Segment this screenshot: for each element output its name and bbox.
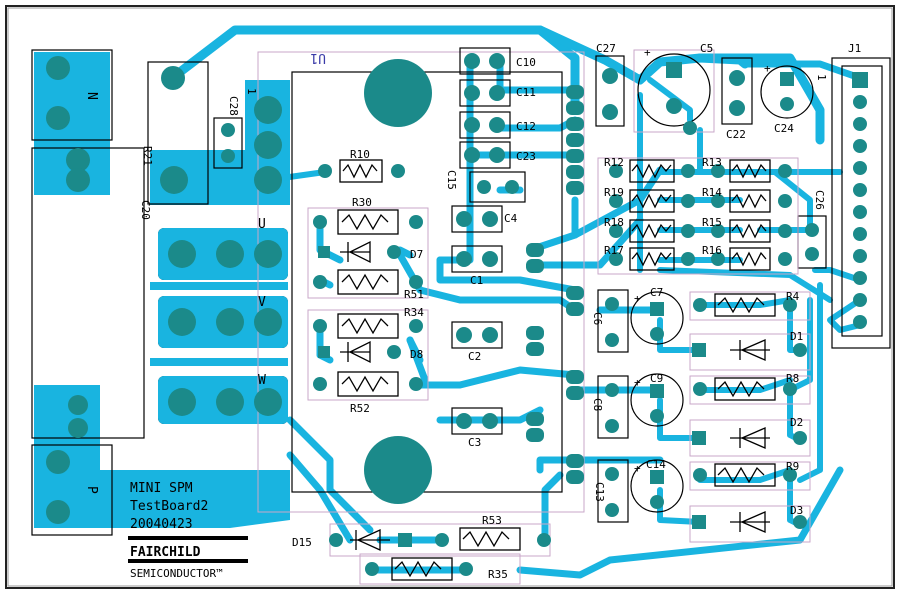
label-d15: D15: [292, 536, 312, 549]
label-c13: C13: [593, 482, 606, 502]
copper-traces: [175, 25, 864, 579]
label-c6: C6: [591, 312, 604, 325]
logo-subtitle: SEMICONDUCTOR™: [130, 567, 223, 580]
svg-text:+: +: [764, 62, 771, 75]
label-c7: C7: [650, 286, 663, 299]
label-r8: R8: [786, 372, 799, 385]
label-d7: D7: [410, 248, 423, 261]
label-r16: R16: [702, 244, 722, 257]
silkscreen-labels: MINI SPM TestBoard2 20040423 FAIRCHILD S…: [84, 42, 861, 581]
pads: [46, 53, 868, 576]
terminal-label-w: W: [258, 373, 266, 388]
svg-text:+: +: [644, 46, 651, 59]
label-r21: R21: [141, 146, 154, 166]
resistors: [337, 159, 776, 581]
label-d8: D8: [410, 348, 423, 361]
label-c4: C4: [504, 212, 518, 225]
label-d2: D2: [790, 416, 803, 429]
label-c26: C26: [813, 190, 826, 210]
label-c3: C3: [468, 436, 481, 449]
label-r53: R53: [482, 514, 502, 527]
label-r30: R30: [352, 196, 372, 209]
label-c14: C14: [646, 458, 666, 471]
component-outlines: [31, 47, 891, 585]
polarity-markers: + + + + +: [634, 46, 771, 475]
label-r35: R35: [488, 568, 508, 581]
logo-bar-bottom: [128, 559, 248, 563]
label-r15: R15: [702, 216, 722, 229]
label-c1: C1: [470, 274, 483, 287]
label-r4: R4: [786, 290, 800, 303]
label-c9: C9: [650, 372, 663, 385]
title-line1: MINI SPM: [130, 481, 193, 496]
label-j1: J1: [848, 42, 861, 55]
label-v-pin: 1: [245, 88, 258, 95]
label-c12: C12: [516, 120, 536, 133]
logo-name: FAIRCHILD: [130, 545, 201, 560]
label-c23: C23: [516, 150, 536, 163]
title-date: 20040423: [130, 517, 193, 532]
label-c28: C28: [227, 96, 240, 116]
terminal-label-n: N: [84, 92, 99, 100]
svg-text:+: +: [634, 292, 641, 305]
board-edge-gray: [7, 7, 893, 587]
label-c2: C2: [468, 350, 481, 363]
svg-text:+: +: [634, 376, 641, 389]
label-c22: C22: [726, 128, 746, 141]
label-r14: R14: [702, 186, 722, 199]
label-r34: R34: [404, 306, 424, 319]
label-d1: D1: [790, 330, 803, 343]
label-c8: C8: [591, 398, 604, 411]
label-r17: R17: [604, 244, 624, 257]
label-c11: C11: [516, 86, 536, 99]
label-r13: R13: [702, 156, 722, 169]
logo-bar-top: [128, 536, 248, 540]
label-r10: R10: [350, 148, 370, 161]
label-c10: C10: [516, 56, 536, 69]
label-r52: R52: [350, 402, 370, 415]
label-c27: C27: [596, 42, 616, 55]
title-line2: TestBoard2: [130, 499, 208, 514]
label-c5: C5: [700, 42, 713, 55]
label-j1-pin: 1: [815, 74, 828, 81]
label-r12: R12: [604, 156, 624, 169]
label-c15: C15: [445, 170, 458, 190]
label-r51: R51: [404, 288, 424, 301]
terminal-label-p: P: [84, 486, 99, 494]
terminal-label-u: U: [258, 217, 266, 232]
label-c24: C24: [774, 122, 794, 135]
label-d3: D3: [790, 504, 803, 517]
svg-text:+: +: [634, 462, 641, 475]
terminal-label-v: V: [258, 295, 266, 310]
label-r9: R9: [786, 460, 799, 473]
diodes: [340, 240, 770, 552]
label-r18: R18: [604, 216, 624, 229]
label-r19: R19: [604, 186, 624, 199]
label-c20: C20: [139, 200, 152, 220]
label-u1: U1: [310, 50, 326, 65]
